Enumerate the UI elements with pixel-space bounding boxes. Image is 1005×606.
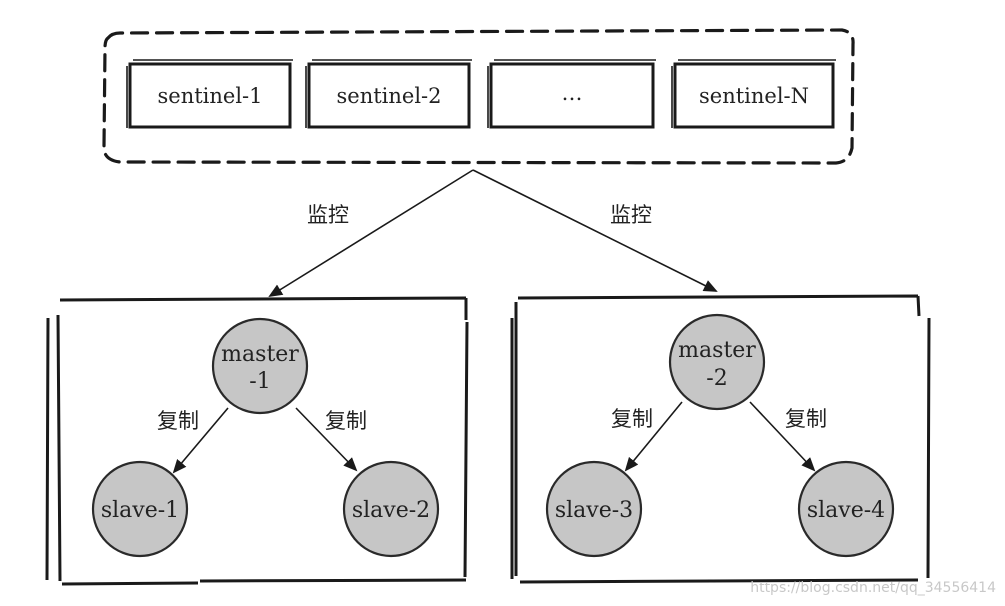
sentinel-box-2: sentinel-2	[305, 59, 472, 129]
replicate-arrow-1-right	[295, 407, 358, 472]
master-2-label-line1: master	[678, 338, 756, 363]
sentinel-label-ellipsis: …	[562, 81, 583, 105]
sentinel-box-n: sentinel-N	[671, 59, 836, 129]
slave-node-1	[91, 460, 189, 558]
group-1-frame	[45, 296, 469, 586]
slave-4-label: slave-4	[807, 498, 885, 523]
slave-node-2	[342, 460, 440, 558]
group-2-frame	[510, 294, 931, 584]
sentinel-label-n: sentinel-N	[699, 84, 809, 108]
replication-group-2: 复制 复制 master -2 slave-3 slave-4	[510, 294, 931, 584]
slave-2-label: slave-2	[352, 498, 430, 523]
master-1-label-line2: -1	[249, 369, 270, 394]
sentinel-label-2: sentinel-2	[336, 84, 441, 108]
sentinel-cluster-boundary	[102, 28, 855, 165]
replicate-label-2-right: 复制	[785, 407, 827, 431]
master-1-label-line1: master	[221, 342, 299, 367]
sentinel-label-1: sentinel-1	[157, 84, 262, 108]
slave-1-label: slave-1	[101, 498, 179, 523]
master-node-1	[211, 317, 309, 415]
monitor-arrows: 监控 监控	[268, 169, 718, 298]
sentinel-box-1: sentinel-1	[126, 59, 293, 129]
replicate-arrow-2-left	[624, 401, 683, 472]
sentinel-box-ellipsis: …	[487, 59, 656, 129]
slave-node-3	[545, 460, 643, 558]
replicate-arrow-2-right	[749, 401, 816, 472]
replicate-label-1-right: 复制	[325, 409, 367, 433]
master-2-label-line2: -2	[706, 366, 727, 391]
monitor-label-left: 监控	[307, 203, 349, 227]
monitor-label-right: 监控	[610, 203, 652, 227]
replication-group-1: 复制 复制 master -1 slave-1 slave-2	[45, 296, 469, 586]
slave-node-4	[797, 460, 895, 558]
sentinel-cluster: sentinel-1 sentinel-2 … sentinel-N	[102, 28, 855, 165]
replicate-label-1-left: 复制	[157, 409, 199, 433]
slave-3-label: slave-3	[555, 498, 633, 523]
watermark-text: https://blog.csdn.net/qq_34556414	[750, 580, 996, 596]
monitor-arrow-right	[472, 169, 718, 292]
replicate-arrow-1-left	[172, 407, 229, 474]
master-node-2	[668, 313, 766, 411]
replicate-label-2-left: 复制	[611, 407, 653, 431]
monitor-arrow-left	[268, 169, 474, 298]
